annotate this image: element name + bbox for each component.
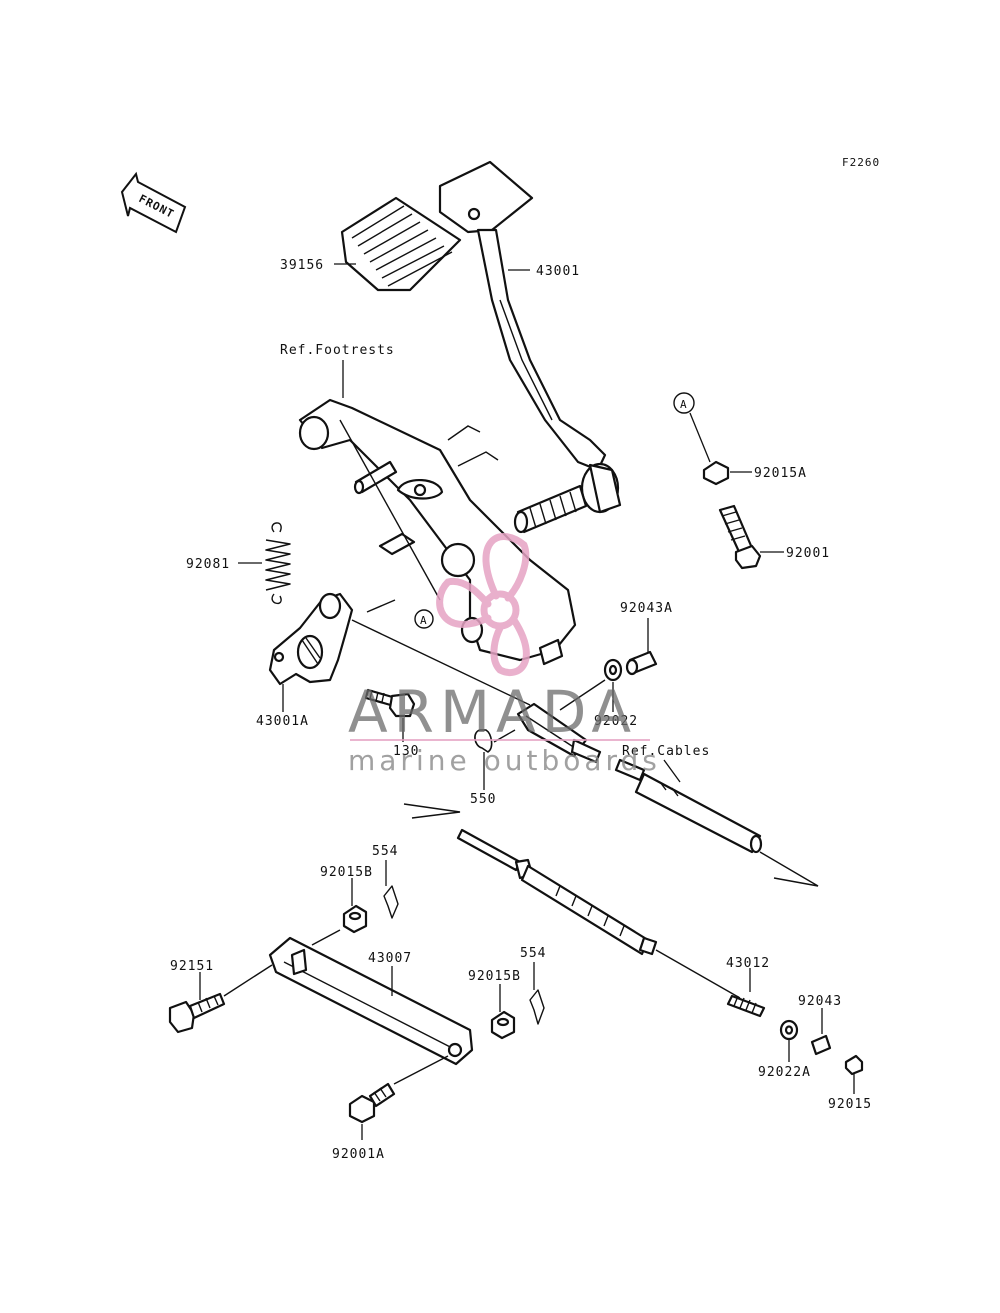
brake-rod-lower [456,828,658,956]
label-554-upper: 554 [372,844,398,859]
watermark-brand: ARMADA [348,678,637,746]
bolt-92001A [348,1082,396,1124]
label-130: 130 [393,744,419,759]
bolt-92001 [718,504,762,570]
label-43001: 43001 [536,264,580,279]
assembly-line-8 [223,964,273,997]
svg-text:A: A [680,398,688,411]
label-92022: 92022 [594,714,638,729]
assembly-line-9 [393,1055,449,1085]
label-43001A: 43001A [256,714,309,729]
leader-marker-a [689,412,711,463]
label-92022A: 92022A [758,1065,811,1080]
label-43007: 43007 [368,951,412,966]
assembly-line-7 [311,929,341,946]
return-spring [265,522,291,604]
bolt-130 [364,688,416,718]
label-92015B-lower: 92015B [468,969,521,984]
label-92081: 92081 [186,557,230,572]
cable-clevis [516,702,602,764]
label-92015A: 92015A [754,466,807,481]
break-arrow-right [759,851,819,887]
washer-92022 [603,658,623,682]
watermark-tagline: marine outboards [348,744,661,777]
label-39156: 39156 [280,258,324,273]
assembly-line-2 [366,599,396,613]
pedal-pad [340,196,462,292]
brake-pedal-arm [438,160,622,534]
assembly-line-3 [351,619,531,706]
label-92015: 92015 [828,1097,872,1112]
brake-lever [268,592,354,686]
figure-code: F2260 [842,156,880,169]
front-arrow-icon: FRONT [120,171,187,234]
nut-92015B-lower [490,1010,516,1040]
marker-a-lower: A [414,609,434,629]
label-92001A: 92001A [332,1147,385,1162]
threaded-pin-43012 [726,994,766,1018]
pin-92043 [810,1034,832,1056]
nut-92015B-upper [342,904,368,934]
brake-rod-43007 [268,936,474,1066]
label-92001: 92001 [786,546,830,561]
svg-text:A: A [420,614,428,627]
bolt-92151 [168,992,226,1034]
cotter-pin-554-upper [383,885,399,919]
label-92043: 92043 [798,994,842,1009]
label-92015B-upper: 92015B [320,865,373,880]
cotter-pin-554-lower [529,989,545,1025]
label-ref-footrests: Ref.Footrests [280,343,395,358]
marker-a-upper: A [673,392,695,414]
label-92043A: 92043A [620,601,673,616]
label-554-lower: 554 [520,946,546,961]
washer-92022A [779,1019,799,1041]
brake-cable-upper [614,758,763,854]
snap-clip [396,478,444,500]
nut-92015 [844,1054,864,1076]
nut-92015A [702,460,730,486]
watermark-logo [436,533,530,676]
leader-ref-cables [663,759,681,783]
assembly-line-6 [655,949,741,999]
label-ref-cables: Ref.Cables [622,744,710,759]
break-arrow-left [403,803,461,819]
label-92151: 92151 [170,959,214,974]
clevis-pin-92043A [625,650,658,676]
pivot-pin [353,460,398,495]
label-550: 550 [470,792,496,807]
assembly-line-1 [339,419,441,601]
label-43012: 43012 [726,956,770,971]
assembly-line-4 [559,679,606,711]
